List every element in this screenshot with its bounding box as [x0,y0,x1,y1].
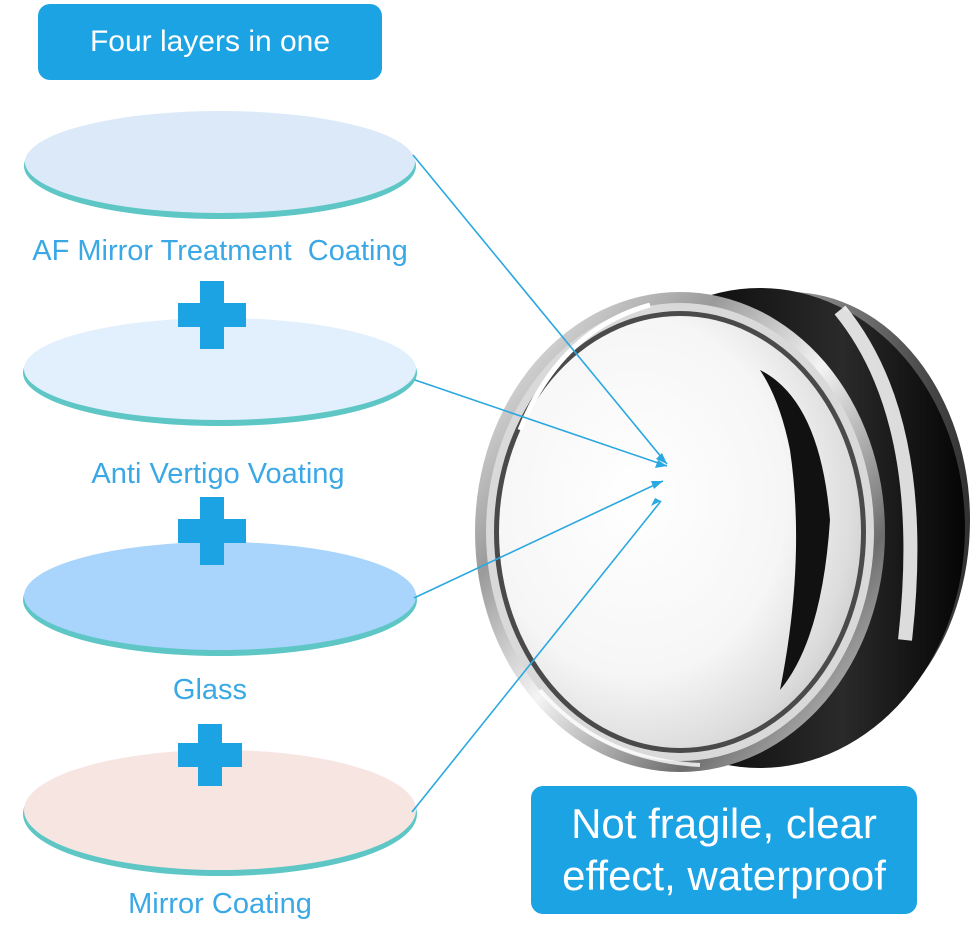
pointer-lines [411,154,668,813]
pointer-arrowheads [651,453,667,506]
mirror-image [475,288,970,772]
layer-disc-glass [23,542,417,656]
layer-disc-mirror-coating [23,750,417,876]
feature-line-1: Not fragile, clear [571,800,877,847]
feature-line-2: effect, waterproof [562,852,886,899]
feature-badge: Not fragile, clear effect, waterproof [531,786,917,914]
layer-label-anti-vertigo: Anti Vertigo Voating [91,458,345,490]
layer-label-af-coating: AF Mirror Treatment Coating [32,235,408,267]
title-badge: Four layers in one [38,4,382,80]
layer-disc-af-coating [24,111,416,219]
layer-label-mirror-coating: Mirror Coating [128,888,312,920]
plus-icon [178,724,242,786]
page-title: Four layers in one [89,25,331,58]
plus-icon [178,281,246,349]
layer-label-glass: Glass [172,674,248,706]
plus-icon [178,497,246,565]
layer-disc-anti-vertigo [23,318,417,426]
